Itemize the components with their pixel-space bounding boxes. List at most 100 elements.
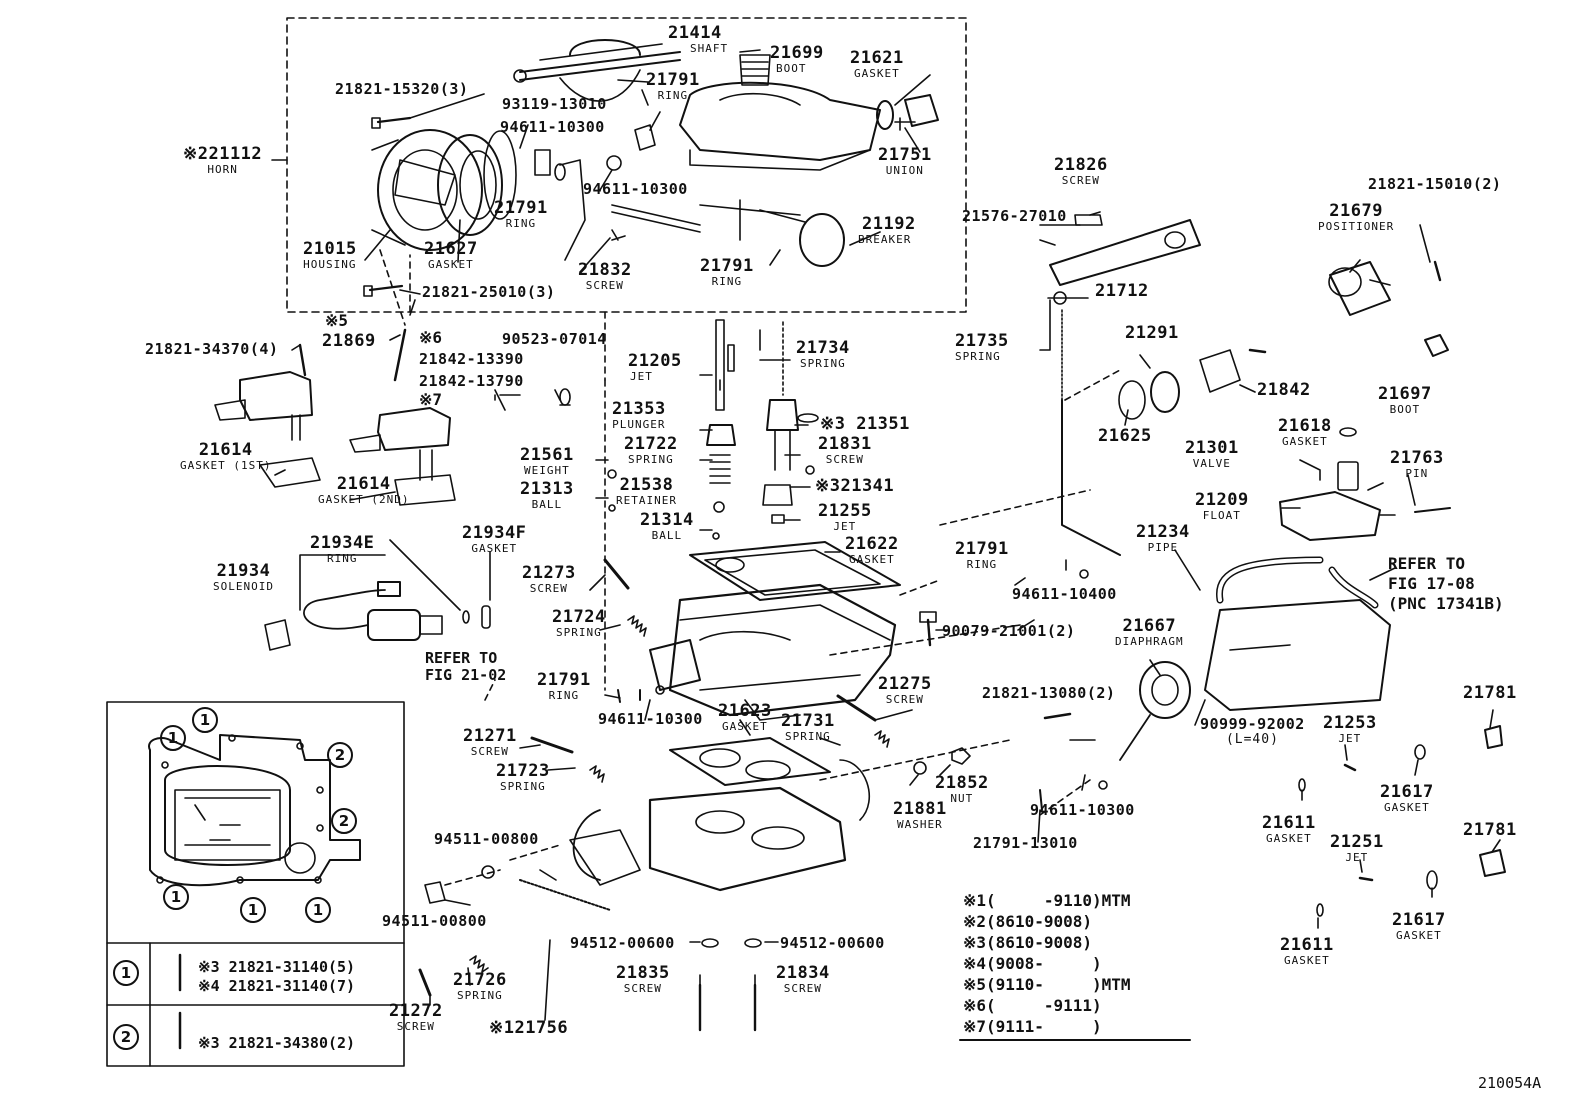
screws-horn-drawing — [363, 116, 412, 297]
inset-row-1-line-1: ※3 21821-31140(5) — [198, 958, 356, 976]
part-number: 21724 — [552, 607, 606, 627]
part-number: 21255 — [818, 501, 872, 521]
label-21625: 21625 — [1098, 428, 1152, 445]
part-number: 21538 — [619, 475, 674, 495]
mark-6: ※6 — [419, 328, 443, 347]
inset-row-1-line-2: ※4 21821-31140(7) — [198, 976, 356, 995]
part-name: GASKET — [853, 67, 900, 80]
label-94512-00600-b: 94512-00600 — [780, 936, 885, 951]
part-number: 21791 — [537, 670, 591, 690]
part-name: SCREW — [470, 745, 509, 758]
part-number: 21561 — [520, 445, 574, 465]
part-number: 21617 — [1392, 910, 1446, 930]
part-number: 21192 — [862, 214, 916, 234]
upper-cover-drawing — [679, 81, 881, 171]
label-21821-25010: 21821-25010(3) — [422, 285, 555, 300]
inset-row-1: ※3 21821-31140(5) ※4 21821-31140(7) — [198, 958, 355, 996]
spring-21723-drawing — [589, 765, 605, 783]
part-number: 21712 — [1095, 281, 1149, 301]
screw-21271-drawing — [530, 736, 574, 754]
part-number: 21271 — [463, 726, 517, 746]
reference-line-3: (PNC 17341B) — [1388, 594, 1504, 613]
part-name: UNION — [885, 164, 924, 177]
inset-row-2: ※3 21821-34380(2) — [198, 1034, 355, 1053]
part-number: ※221112 — [183, 144, 263, 164]
part-number: 21791 — [494, 198, 548, 218]
part-name: SCREW — [623, 982, 662, 995]
part-number: 21699 — [770, 43, 824, 63]
part-name: SCREW — [585, 279, 624, 292]
spring-21731-drawing — [874, 730, 890, 748]
part-number: 93119-13010 — [502, 95, 607, 113]
gasket-21622-drawing — [689, 541, 901, 601]
reference-fig-21-02: REFER TO FIG 21-02 — [425, 650, 506, 683]
part-number: 21291 — [1125, 323, 1179, 343]
label-21791-13010: 21791-13010 — [973, 836, 1078, 851]
reference-line-2: FIG 17-08 — [1388, 574, 1475, 593]
part-name: BALL — [651, 529, 683, 542]
part-number: 21934 — [216, 561, 271, 581]
nut-21852-drawing — [951, 747, 971, 765]
part-number: 21617 — [1380, 782, 1434, 802]
part-name: SPRING — [555, 626, 602, 639]
part-number: 21667 — [1122, 616, 1177, 636]
nut-94511-b-drawing — [424, 881, 446, 904]
label-94611-10300-a: 94611-10300 — [500, 120, 605, 135]
gasket-21618-drawing — [1339, 427, 1357, 437]
part-number: ※3 21351 — [820, 414, 910, 434]
part-name: GASKET — [721, 720, 768, 733]
carburetor-body-drawing — [649, 583, 897, 721]
part-name: SPRING — [499, 780, 546, 793]
part-number: 21831 — [818, 434, 872, 454]
part-name: HORN — [207, 163, 238, 176]
part-name: VALVE — [1192, 457, 1231, 470]
part-name: GASKET (2ND) — [318, 493, 410, 506]
part-number: 21726 — [453, 970, 507, 990]
footnote-6: ※6( -9111) — [963, 996, 1102, 1015]
label-94611-10300-c: 94611-10300 — [598, 712, 703, 727]
screw-21275-drawing — [836, 694, 877, 722]
label-94611-10300-d: 94611-10300 — [1030, 803, 1135, 818]
plug-21781b-drawing — [1479, 849, 1506, 877]
breaker-drawing — [559, 159, 845, 267]
part-number: 21614 — [198, 440, 253, 460]
screw-21273-drawing — [603, 558, 630, 590]
part-number: 21781 — [1463, 683, 1517, 703]
part-name: SCREW — [885, 693, 924, 706]
part-number: 21313 — [520, 479, 574, 499]
bracket-2nd-drawing — [349, 328, 521, 506]
part-number: 21314 — [640, 510, 694, 530]
label-21842-13790: 21842-13790 — [419, 374, 524, 389]
part-number: 21209 — [1195, 490, 1249, 510]
part-name: BALL — [531, 498, 563, 511]
part-number: 94511-00800 — [382, 912, 487, 930]
inset-callout-1: 1 — [305, 897, 331, 923]
part-name: SCREW — [529, 582, 568, 595]
part-name: RING — [548, 689, 580, 702]
label-21821-13080: 21821-13080(2) — [982, 686, 1115, 701]
part-number: 21881 — [893, 799, 947, 819]
ring-21291-drawing — [1150, 371, 1180, 413]
part-number: 21301 — [1185, 438, 1239, 458]
part-name: SOLENOID — [213, 580, 274, 593]
bracket-1st-drawing — [214, 343, 321, 488]
